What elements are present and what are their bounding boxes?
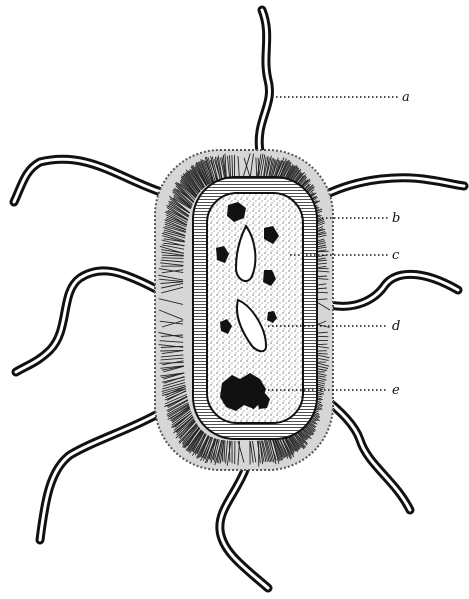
flagellum-upper-right	[325, 178, 464, 195]
flagellum-mid-left	[16, 271, 158, 372]
label-e: e	[392, 383, 400, 398]
capsule-hair	[160, 350, 183, 351]
label-d: d	[392, 319, 400, 334]
flagellum-upper-left	[14, 159, 170, 202]
flagellum-top	[259, 10, 269, 152]
label-c: c	[392, 248, 400, 263]
flagellum-mid-right	[330, 274, 458, 306]
flagellum-bottom	[220, 470, 268, 588]
label-b: b	[392, 211, 400, 226]
labels: a b c d e	[392, 90, 410, 398]
label-a: a	[402, 90, 410, 105]
flagellum-lower-right	[320, 395, 410, 510]
flagellum-lower-left	[40, 410, 165, 540]
